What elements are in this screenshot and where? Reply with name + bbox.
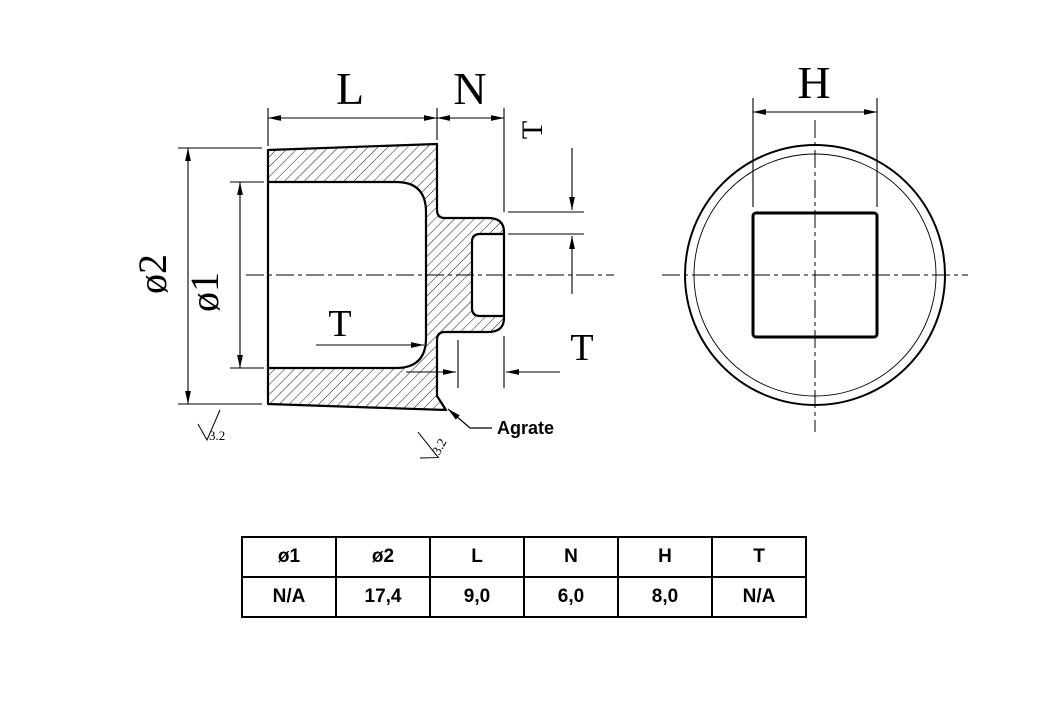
section-view: L N T ø2 xyxy=(130,63,614,459)
roughness-symbol-bottom: 3.2 xyxy=(417,431,450,459)
front-view: H xyxy=(662,57,968,432)
roughness-value-bottom: 3.2 xyxy=(429,436,450,457)
table-cell: 17,4 xyxy=(335,576,431,618)
table-cell: 9,0 xyxy=(429,576,525,618)
dimension-table: ø1 ø2 L N H T N/A 17,4 9,0 6,0 8,0 N/A xyxy=(241,536,807,618)
dim-label-dia1: ø1 xyxy=(182,272,227,312)
dim-label-N: N xyxy=(453,63,486,114)
table-cell: N/A xyxy=(711,576,807,618)
table-header-cell: ø2 xyxy=(335,536,431,578)
dimension-L xyxy=(267,108,438,146)
roughness-value-left: 3.2 xyxy=(209,428,225,443)
dim-label-T-inside: T xyxy=(328,303,351,345)
dimension-N xyxy=(437,108,505,212)
dim-label-dia2: ø2 xyxy=(130,254,175,294)
dimension-dia1 xyxy=(230,181,264,369)
roughness-symbol-left: 3.2 xyxy=(197,409,225,443)
table-header-row: ø1 ø2 L N H T xyxy=(241,536,807,578)
table-header-cell: T xyxy=(711,536,807,578)
dimension-dia2 xyxy=(178,147,262,405)
table-header-cell: L xyxy=(429,536,525,578)
dimension-T-top xyxy=(508,148,584,294)
dim-label-L: L xyxy=(336,63,364,114)
section-hatch-fill xyxy=(268,144,504,410)
table-header-cell: H xyxy=(617,536,713,578)
dimension-H xyxy=(752,98,878,207)
table-cell: N/A xyxy=(241,576,337,618)
table-value-row: N/A 17,4 9,0 6,0 8,0 N/A xyxy=(241,576,807,618)
dim-label-T-bottom: T xyxy=(570,327,593,369)
table-header-cell: N xyxy=(523,536,619,578)
table-header-cell: ø1 xyxy=(241,536,337,578)
dim-label-T-top: T xyxy=(516,121,549,139)
agrate-leader xyxy=(447,408,492,429)
agrate-label: Agrate xyxy=(497,418,554,438)
dim-label-H: H xyxy=(797,57,830,108)
table-cell: 6,0 xyxy=(523,576,619,618)
dimension-T-bottom xyxy=(406,336,560,388)
part-outer-profile xyxy=(266,142,506,412)
table-cell: 8,0 xyxy=(617,576,713,618)
